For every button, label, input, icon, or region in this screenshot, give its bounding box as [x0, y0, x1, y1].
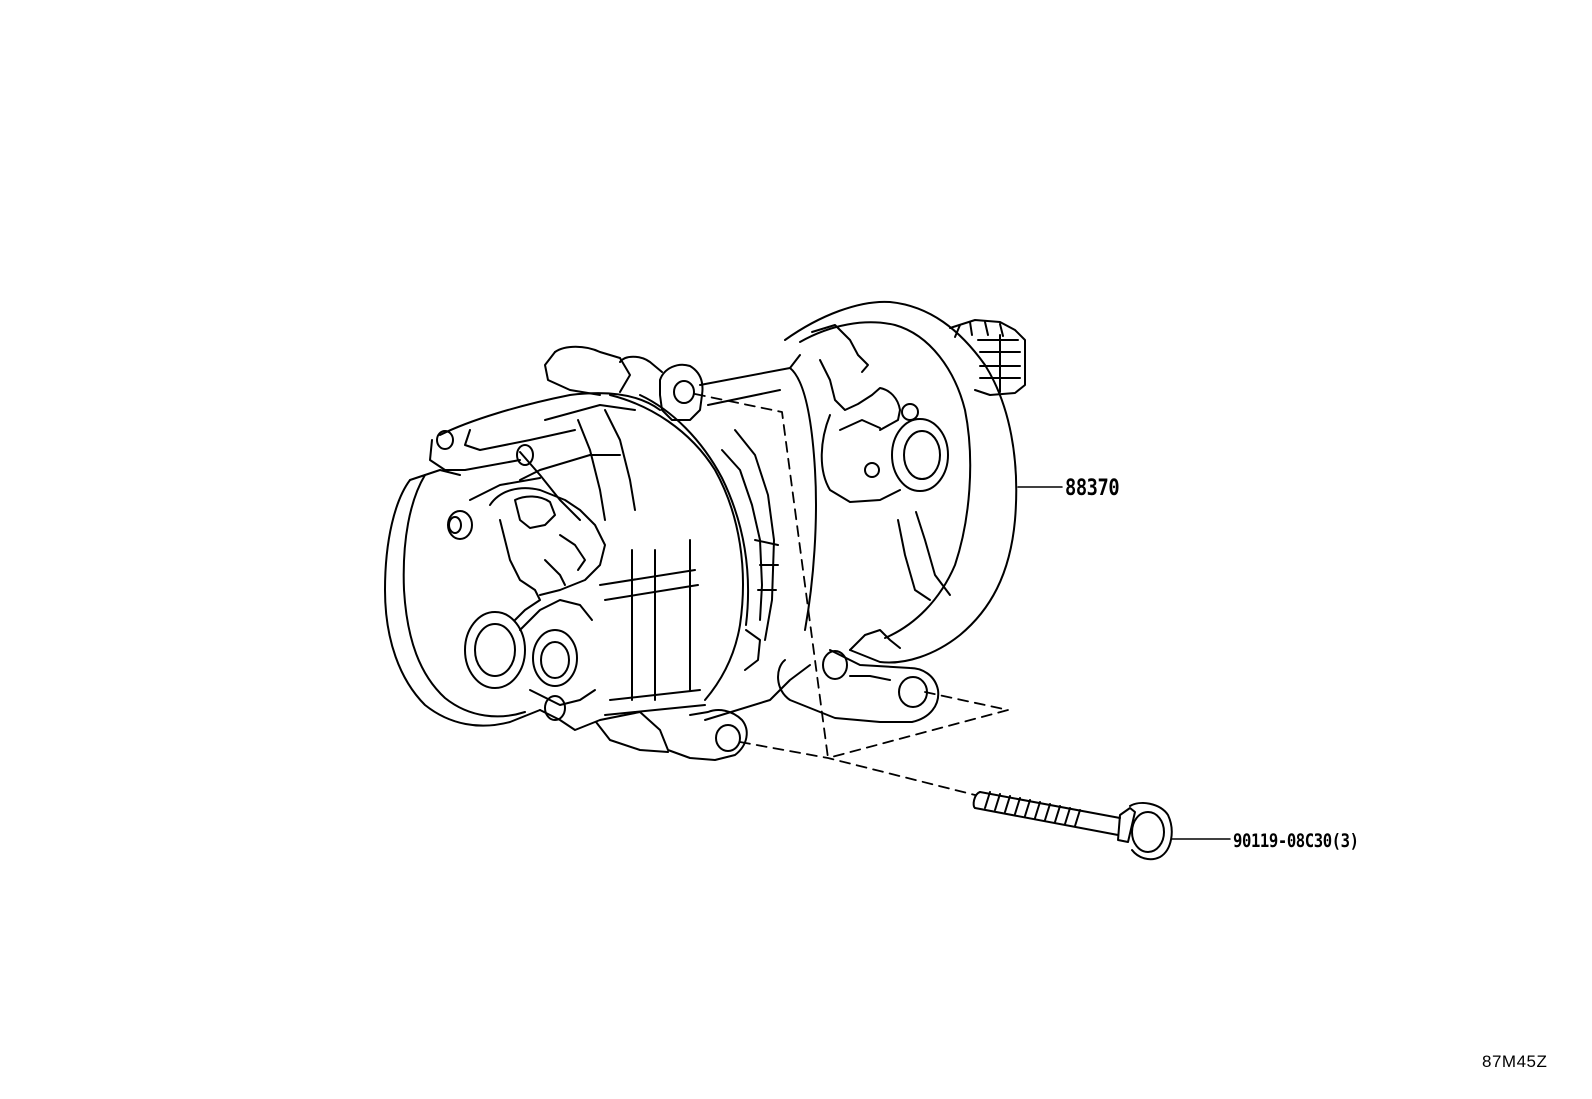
top-clamp [554, 345, 631, 393]
front-housing [439, 392, 661, 436]
leader-lines [1017, 486, 1231, 840]
front-face [384, 479, 541, 727]
front-port [489, 487, 606, 596]
flange-bolt-icon [972, 791, 1173, 861]
rear-connector [949, 319, 1026, 396]
illustration-code: 87M45Z [1482, 1052, 1548, 1071]
rear-port [819, 359, 901, 431]
rear-housing [784, 300, 1018, 664]
main-body [699, 354, 801, 386]
part-number-label-compressor[interactable]: 88370 [1065, 476, 1120, 501]
rear-housing-inner [799, 321, 972, 639]
middle-ring [609, 394, 744, 701]
top-mount-lug [659, 363, 704, 421]
assembly-guide-lines [694, 393, 1009, 796]
rear-mount-lug [777, 649, 940, 723]
compressor-icon [384, 300, 1026, 761]
part-number-label-bolt[interactable]: 90119-08C30(3) [1233, 830, 1359, 852]
front-mount-lug [639, 709, 748, 761]
